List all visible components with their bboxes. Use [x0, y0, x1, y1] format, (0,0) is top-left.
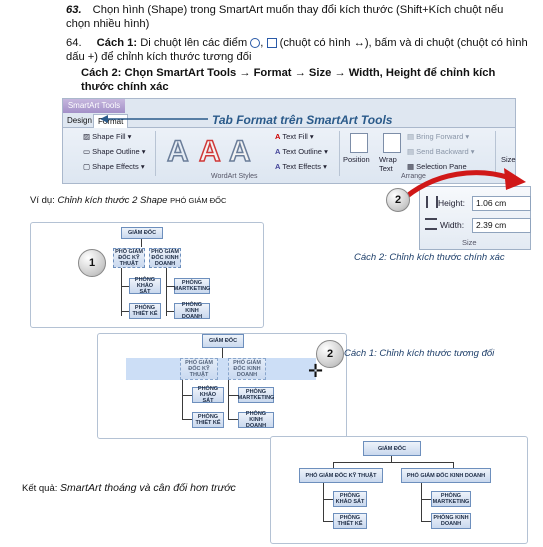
wordart-gallery[interactable]: A A A [161, 133, 257, 167]
step-64-method1-text-a: Di chuột lên các điểm [140, 37, 248, 49]
step-64-method2-text: Width, Height để chỉnh kích thước chính … [81, 67, 496, 93]
node-giam-doc[interactable]: GIÁM ĐỐC [202, 334, 244, 348]
node-phong-tk[interactable]: PHÒNG THIẾT KẾ [129, 303, 161, 319]
arrow-icon: → [334, 67, 346, 79]
height-icon [426, 196, 438, 208]
resize-arrow-icon: ↔ [353, 37, 365, 49]
height-label: Height: [438, 198, 465, 208]
example-caption: Ví dụ: Chỉnh kích thước 2 Shape PHÓ GIÁM… [30, 195, 227, 206]
width-field[interactable]: 2.39 cm [472, 218, 531, 233]
node-phong-ks[interactable]: PHÒNG KHẢO SÁT [129, 277, 161, 295]
size-group-popup: Height: 1.06 cm Width: 2.39 cm Size [419, 186, 531, 250]
node-pgd-kt[interactable]: PHÓ GIÁM ĐỐC KỸ THUẬT [299, 468, 383, 483]
svg-text:A: A [229, 135, 251, 167]
node-giam-doc[interactable]: GIÁM ĐỐC [363, 441, 421, 456]
shape-effects-button[interactable]: ▢ Shape Effects ▾ [83, 162, 145, 171]
wordart-styles-label: WordArt Styles [211, 173, 258, 180]
circle-handle-icon [250, 38, 261, 49]
step-badge-2b: 2 [316, 340, 344, 368]
selection-pane-button[interactable]: ▦ Selection Pane [407, 162, 467, 171]
step-64-method2: Cách 2: Chọn SmartArt Tools → Format → S… [81, 66, 531, 94]
text-outline-button[interactable]: A Text Outline ▾ [275, 147, 328, 156]
node-pgd-kd[interactable]: PHÓ GIÁM ĐỐC KINH DOANH [401, 468, 491, 483]
node-phong-ks[interactable]: PHÒNG KHẢO SÁT [192, 386, 224, 404]
position-button[interactable]: Position [343, 155, 370, 164]
wrap-text-icon [383, 133, 401, 153]
step-63: 63. Chọn hình (Shape) trong SmartArt muố… [66, 3, 528, 31]
text-fill-button[interactable]: A Text Fill ▾ [275, 132, 314, 141]
node-pgd-kt[interactable]: PHÓ GIÁM ĐỐC KỸ THUẬT [180, 358, 218, 380]
node-phong-kd[interactable]: PHÒNG KINH DOANH [238, 411, 274, 429]
node-phong-tk[interactable]: PHÒNG THIẾT KẾ [192, 412, 224, 428]
node-pgd-kd[interactable]: PHÓ GIÁM ĐỐC KINH DOANH [228, 358, 266, 380]
step-64-number: 64. [66, 37, 82, 49]
node-phong-mk[interactable]: PHÒNG MARTKETING [173, 278, 211, 294]
size-group-label: Size [462, 238, 477, 247]
position-icon [350, 133, 368, 153]
node-phong-kd[interactable]: PHÒNG KINH DOANH [431, 513, 471, 529]
step-badge-1: 1 [78, 249, 106, 277]
shape-outline-button[interactable]: ▭ Shape Outline ▾ [83, 147, 146, 156]
step-63-number: 63. [66, 4, 82, 16]
square-handle-icon [266, 38, 277, 49]
resize-preview-band [126, 358, 316, 380]
send-backward-button[interactable]: ▤ Send Backward ▾ [407, 147, 475, 156]
step-64-method1-label: Cách 1: [96, 37, 138, 49]
node-phong-tk[interactable]: PHÒNG THIẾT KẾ [333, 513, 367, 529]
format-tab-callout: Tab Format trên SmartArt Tools [212, 113, 393, 127]
arrange-label: Arrange [401, 173, 426, 180]
step-64-method1-text-b: (chuột có hình [279, 37, 351, 49]
step-64: 64. Cách 1: Di chuột lên các điểm , (chu… [66, 37, 528, 63]
node-pgd-kt[interactable]: PHÓ GIÁM ĐỐC KỸ THUẬT [113, 248, 145, 268]
svg-text:A: A [167, 135, 189, 167]
height-field[interactable]: 1.06 cm [472, 196, 531, 211]
tab-format[interactable]: Format [93, 114, 129, 128]
shape-fill-button[interactable]: ▨ Shape Fill ▾ [83, 132, 132, 141]
diagram-after: GIÁM ĐỐC PHÓ GIÁM ĐỐC KỸ THUẬT PHÓ GIÁM … [270, 436, 528, 544]
node-pgd-kd[interactable]: PHÓ GIÁM ĐỐC KINH DOANH [149, 248, 181, 268]
node-phong-kd[interactable]: PHÒNG KINH DOANH [174, 302, 210, 320]
node-phong-mk[interactable]: PHÒNG MARTKETING [237, 387, 275, 403]
svg-text:A: A [199, 135, 221, 167]
width-label: Width: [440, 220, 465, 230]
method2-caption: Cách 2: Chỉnh kích thước chính xác [354, 252, 505, 263]
step-64-method1-text-c: ), bấm và di chuột (chuột có hình dấu +)… [66, 37, 528, 63]
wrap-text-button[interactable]: Wrap Text [379, 155, 397, 173]
step-badge-2: 2 [386, 188, 410, 212]
ribbon: SmartArt Tools Design Format ▨ Shape Fil… [62, 98, 516, 184]
diagram-resizing: GIÁM ĐỐC PHÓ GIÁM ĐỐC KỸ THUẬT PHÓ GIÁM … [97, 333, 347, 439]
format-callout-arrow [100, 115, 208, 123]
node-giam-doc[interactable]: GIÁM ĐỐC [121, 227, 163, 239]
node-phong-ks[interactable]: PHÒNG KHẢO SÁT [333, 491, 367, 507]
method1-caption: Cách 1: Chỉnh kích thước tương đối [344, 348, 495, 359]
step-63-text: Chọn hình (Shape) trong SmartArt muốn th… [66, 4, 504, 30]
diagram-before: GIÁM ĐỐC PHÓ GIÁM ĐỐC KỸ THUẬT PHÓ GIÁM … [30, 222, 264, 328]
bring-forward-button[interactable]: ▤ Bring Forward ▾ [407, 132, 470, 141]
step-64-method2-size: Size [308, 67, 332, 79]
result-caption: Kết quả: SmartArt thoáng và cân đối hơn … [22, 482, 236, 494]
width-icon [425, 218, 437, 230]
node-phong-mk[interactable]: PHÒNG MARTKETING [431, 491, 471, 507]
step-64-method2-label: Cách 2: Chọn SmartArt Tools [81, 67, 237, 79]
tab-design[interactable]: Design [67, 116, 92, 125]
step-64-method2-format: Format [253, 67, 292, 79]
crosshair-cursor-icon: ✛ [308, 361, 324, 381]
size-button[interactable]: Size [501, 155, 516, 164]
text-effects-button[interactable]: A Text Effects ▾ [275, 162, 327, 171]
ribbon-tab-bar: SmartArt Tools Design Format [63, 99, 515, 128]
red-pointer-arrow [398, 168, 526, 204]
arrow-icon: → [294, 67, 306, 79]
arrow-icon: → [239, 67, 251, 79]
smartart-tools-title: SmartArt Tools [63, 99, 125, 113]
